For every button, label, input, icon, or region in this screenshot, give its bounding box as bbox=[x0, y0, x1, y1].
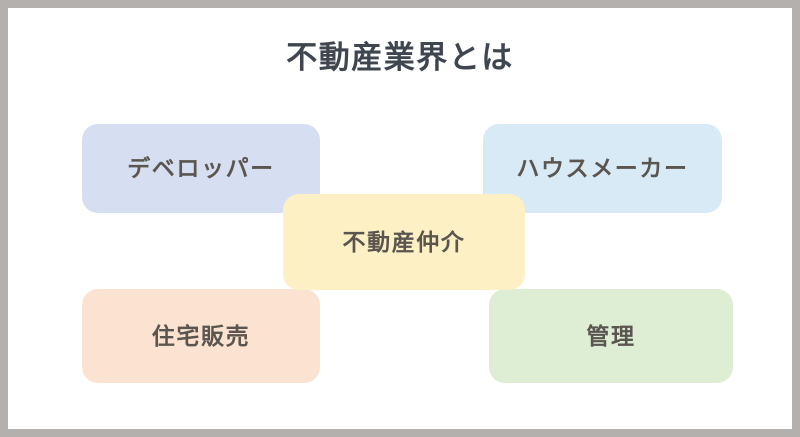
diagram-box-brokerage[interactable]: 不動産仲介 bbox=[283, 194, 525, 290]
diagram-box-management[interactable]: 管理 bbox=[489, 289, 733, 383]
diagram-box-developer[interactable]: デベロッパー bbox=[82, 124, 320, 213]
diagram-box-housemaker-label: ハウスメーカー bbox=[516, 155, 689, 182]
page-title: 不動産業界とは bbox=[286, 40, 514, 75]
diagram-box-brokerage-label: 不動産仲介 bbox=[342, 228, 466, 255]
diagram-box-developer-label: デベロッパー bbox=[127, 155, 275, 182]
diagram-box-management-label: 管理 bbox=[586, 322, 636, 349]
diagram-box-housing-sales-label: 住宅販売 bbox=[151, 322, 251, 349]
slide-canvas: 不動産業界とは デベロッパー ハウスメーカー 住宅販売 管理 不動産仲介 bbox=[8, 8, 792, 429]
diagram-box-housing-sales[interactable]: 住宅販売 bbox=[82, 289, 320, 383]
